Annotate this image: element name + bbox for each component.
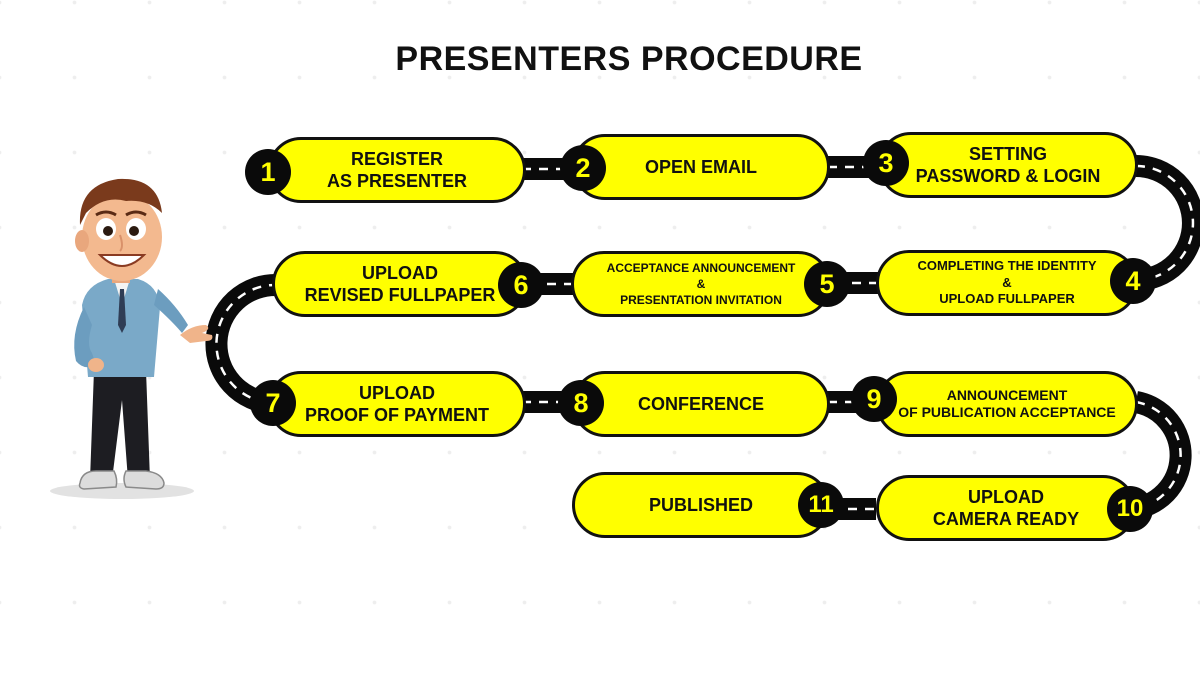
step-5-number-badge: 5: [804, 261, 850, 307]
step-7: UPLOAD PROOF OF PAYMENT: [268, 371, 526, 437]
step-3-label: SETTING PASSWORD & LOGIN: [915, 143, 1101, 187]
step-6-label: UPLOAD REVISED FULLPAPER: [304, 262, 496, 306]
step-1-number-badge: 1: [245, 149, 291, 195]
page-title: PRESENTERS PROCEDURE: [395, 40, 863, 78]
step-9-number-badge: 9: [851, 376, 897, 422]
step-5-label: ACCEPTANCE ANNOUNCEMENT & PRESENTATION I…: [606, 260, 796, 308]
step-10-number-badge: 10: [1107, 486, 1153, 532]
step-8-label: CONFERENCE: [637, 393, 764, 414]
step-11: PUBLISHED: [572, 472, 830, 538]
step-3: SETTING PASSWORD & LOGIN: [878, 132, 1138, 198]
step-11-label: PUBLISHED: [648, 494, 753, 515]
step-4: COMPLETING THE IDENTITY & UPLOAD FULLPAP…: [876, 250, 1138, 316]
step-9-label: ANNOUNCEMENT OF PUBLICATION ACCEPTANCE: [898, 386, 1116, 421]
presenter-illustration: [50, 178, 213, 499]
step-1: REGISTER AS PRESENTER: [268, 137, 526, 203]
step-4-label: COMPLETING THE IDENTITY & UPLOAD FULLPAP…: [917, 257, 1097, 307]
step-8: CONFERENCE: [572, 371, 830, 437]
step-2-number-badge: 2: [560, 145, 606, 191]
step-7-label: UPLOAD PROOF OF PAYMENT: [304, 382, 490, 426]
step-10: UPLOAD CAMERA READY: [876, 475, 1136, 541]
step-3-number-badge: 3: [863, 140, 909, 186]
step-1-label: REGISTER AS PRESENTER: [326, 148, 468, 192]
step-2: OPEN EMAIL: [572, 134, 830, 200]
step-5: ACCEPTANCE ANNOUNCEMENT & PRESENTATION I…: [571, 251, 831, 317]
step-6: UPLOAD REVISED FULLPAPER: [272, 251, 528, 317]
step-2-label: OPEN EMAIL: [644, 156, 757, 177]
step-11-number-badge: 11: [798, 482, 844, 528]
step-4-number-badge: 4: [1110, 258, 1156, 304]
step-6-number-badge: 6: [498, 262, 544, 308]
step-8-number-badge: 8: [558, 380, 604, 426]
step-7-number-badge: 7: [250, 380, 296, 426]
step-10-label: UPLOAD CAMERA READY: [932, 486, 1080, 530]
step-9: ANNOUNCEMENT OF PUBLICATION ACCEPTANCE: [876, 371, 1138, 437]
